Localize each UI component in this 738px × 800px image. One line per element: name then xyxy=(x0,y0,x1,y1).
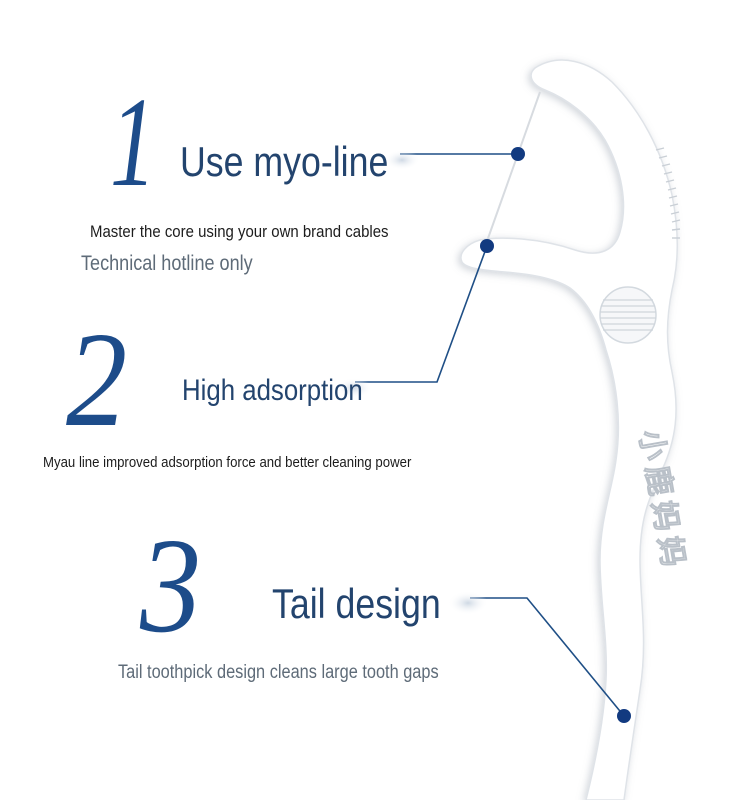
feature-number-2: 2 xyxy=(66,305,128,455)
connector-line-2 xyxy=(355,245,488,383)
marker-dot-2 xyxy=(480,239,494,253)
grip-teeth xyxy=(655,147,681,239)
feature-title-3: Tail design xyxy=(272,580,441,627)
feature-description-1: Master the core using your own brand cab… xyxy=(90,222,389,241)
feature-description-2: Myau line improved adsorption force and … xyxy=(43,454,412,471)
feature-title-2: High adsorption xyxy=(182,374,363,407)
grip-circle xyxy=(599,286,657,344)
connector-line-3 xyxy=(470,597,625,717)
floss-pick-body xyxy=(460,59,678,800)
feature-number-1: 1 xyxy=(110,71,157,213)
feature-title-1: Use myo-line xyxy=(180,138,389,185)
floss-string xyxy=(485,91,541,245)
connector-lines xyxy=(355,153,625,717)
feature-description-3: Tail toothpick design cleans large tooth… xyxy=(118,662,439,683)
feature-number-3: 3 xyxy=(140,511,202,661)
marker-dot-3 xyxy=(617,709,631,723)
feature-note-1: Technical hotline only xyxy=(81,252,253,275)
marker-dot-1 xyxy=(511,147,525,161)
